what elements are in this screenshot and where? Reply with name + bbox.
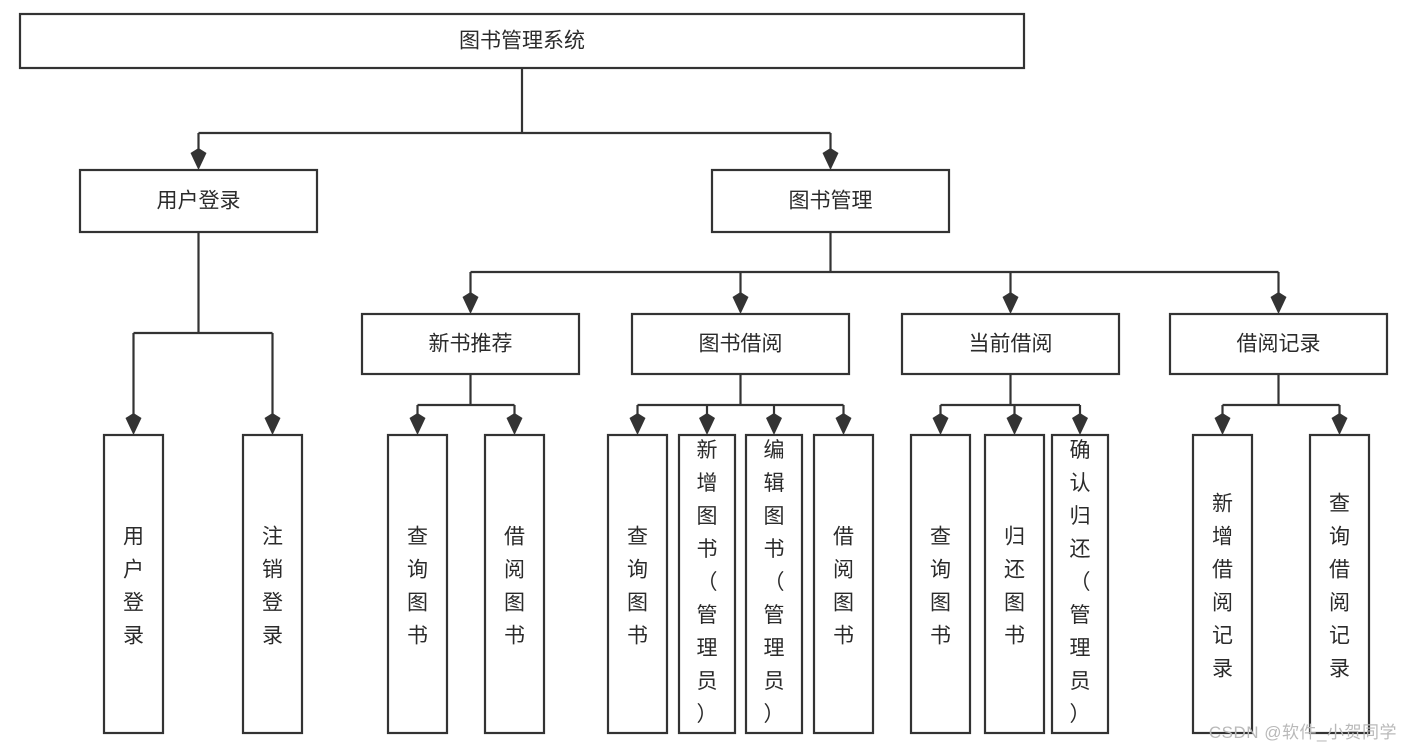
node-box-book-borrow[interactable] <box>630 312 851 376</box>
node-box-leaf-query-book-cur[interactable] <box>909 433 972 735</box>
node-label-book-borrow: 图书借阅 <box>699 333 783 356</box>
node-leaf-borrow-book-rec[interactable]: 借阅图书 <box>483 433 546 735</box>
node-leaf-user-login[interactable]: 用户登录 <box>102 433 165 735</box>
edge-book-borrow-to-leaf-borrow-book-arrowhead <box>835 413 852 435</box>
node-box-leaf-logout[interactable] <box>241 433 304 735</box>
edge-root-to-user-login-arrowhead <box>190 148 207 170</box>
node-label-leaf-confirm-return-admin: 确认归还（管理员） <box>1070 439 1091 726</box>
edge-book-borrow-to-leaf-add-book-admin-arrowhead <box>699 413 715 435</box>
edge-book-borrow-to-leaf-query-book-borrow-arrowhead <box>629 413 646 435</box>
connector-edges <box>125 68 1348 435</box>
node-box-book-manage[interactable] <box>710 168 951 234</box>
node-leaf-confirm-return-admin[interactable]: 确认归还（管理员） <box>1050 433 1110 735</box>
node-box-leaf-add-borrow-record[interactable] <box>1191 433 1254 735</box>
node-label-root: 图书管理系统 <box>459 30 585 53</box>
csdn-watermark: CSDN @软件_小贺同学 <box>1208 723 1397 742</box>
node-label-leaf-edit-book-admin: 编辑图书（管理员） <box>764 439 785 726</box>
node-leaf-add-book-admin[interactable]: 新增图书（管理员） <box>677 433 737 735</box>
node-label-leaf-query-book-cur: 查询图书 <box>930 526 951 648</box>
node-leaf-add-borrow-record[interactable]: 新增借阅记录 <box>1191 433 1254 735</box>
node-label-book-manage: 图书管理 <box>789 190 873 213</box>
node-label-leaf-logout: 注销登录 <box>262 526 283 648</box>
node-box-leaf-query-book-rec[interactable] <box>386 433 449 735</box>
node-label-borrow-record: 借阅记录 <box>1237 333 1321 356</box>
edge-book-borrow-to-leaf-edit-book-admin-arrowhead <box>766 413 782 435</box>
edge-new-book-rec-to-leaf-query-book-rec-arrowhead <box>409 413 426 435</box>
edge-borrow-record-to-leaf-query-borrow-record-arrowhead <box>1331 413 1348 435</box>
node-book-manage[interactable]: 图书管理 <box>710 168 951 234</box>
node-new-book-rec[interactable]: 新书推荐 <box>360 312 581 376</box>
edge-userlogin-to-leaf-user-login-arrowhead <box>125 413 142 435</box>
node-box-leaf-edit-book-admin[interactable] <box>744 433 804 735</box>
node-user-login[interactable]: 用户登录 <box>78 168 319 234</box>
node-box-leaf-borrow-book-rec[interactable] <box>483 433 546 735</box>
node-label-leaf-return-book: 归还图书 <box>1004 526 1025 648</box>
node-box-new-book-rec[interactable] <box>360 312 581 376</box>
edge-current-borrow-to-leaf-return-book-arrowhead <box>1006 413 1023 435</box>
node-box-borrow-record[interactable] <box>1168 312 1389 376</box>
node-current-borrow[interactable]: 当前借阅 <box>900 312 1121 376</box>
node-box-root[interactable] <box>18 12 1026 70</box>
edge-root-to-book-manage-arrowhead <box>822 148 839 170</box>
node-label-leaf-query-borrow-record: 查询借阅记录 <box>1329 493 1350 681</box>
node-label-current-borrow: 当前借阅 <box>969 333 1053 356</box>
node-label-leaf-add-book-admin: 新增图书（管理员） <box>697 439 718 726</box>
node-box-leaf-query-book-borrow[interactable] <box>606 433 669 735</box>
edge-bookmanage-to-current-borrow-arrowhead <box>1002 292 1019 314</box>
node-box-leaf-confirm-return-admin[interactable] <box>1050 433 1110 735</box>
edge-bookmanage-to-book-borrow-arrowhead <box>732 292 749 314</box>
node-label-leaf-borrow-book: 借阅图书 <box>833 526 854 648</box>
edge-bookmanage-to-new-book-rec-arrowhead <box>462 292 479 314</box>
node-label-leaf-query-book-rec: 查询图书 <box>407 526 428 648</box>
node-box-leaf-borrow-book[interactable] <box>812 433 875 735</box>
node-box-leaf-query-borrow-record[interactable] <box>1308 433 1371 735</box>
node-label-user-login: 用户登录 <box>157 190 241 213</box>
node-leaf-query-book-cur[interactable]: 查询图书 <box>909 433 972 735</box>
node-leaf-logout[interactable]: 注销登录 <box>241 433 304 735</box>
edge-borrow-record-to-leaf-add-borrow-record-arrowhead <box>1214 413 1231 435</box>
node-leaf-edit-book-admin[interactable]: 编辑图书（管理员） <box>744 433 804 735</box>
node-leaf-borrow-book[interactable]: 借阅图书 <box>812 433 875 735</box>
node-box-user-login[interactable] <box>78 168 319 234</box>
node-root[interactable]: 图书管理系统 <box>18 12 1026 70</box>
node-borrow-record[interactable]: 借阅记录 <box>1168 312 1389 376</box>
node-label-leaf-user-login: 用户登录 <box>123 526 144 648</box>
node-label-leaf-add-borrow-record: 新增借阅记录 <box>1212 493 1233 681</box>
node-label-new-book-rec: 新书推荐 <box>429 333 513 356</box>
node-leaf-query-book-borrow[interactable]: 查询图书 <box>606 433 669 735</box>
edge-current-borrow-to-leaf-confirm-return-admin-arrowhead <box>1072 413 1088 435</box>
node-leaf-query-borrow-record[interactable]: 查询借阅记录 <box>1308 433 1371 735</box>
node-box-leaf-return-book[interactable] <box>983 433 1046 735</box>
node-boxes: 图书管理系统用户登录图书管理新书推荐图书借阅当前借阅借阅记录用户登录注销登录查询… <box>18 12 1389 735</box>
node-book-borrow[interactable]: 图书借阅 <box>630 312 851 376</box>
edge-userlogin-to-leaf-logout-arrowhead <box>264 413 281 435</box>
node-box-leaf-add-book-admin[interactable] <box>677 433 737 735</box>
node-box-leaf-user-login[interactable] <box>102 433 165 735</box>
edge-new-book-rec-to-leaf-borrow-book-rec-arrowhead <box>506 413 523 435</box>
node-leaf-query-book-rec[interactable]: 查询图书 <box>386 433 449 735</box>
node-label-leaf-query-book-borrow: 查询图书 <box>627 526 648 648</box>
edge-current-borrow-to-leaf-query-book-cur-arrowhead <box>932 413 949 435</box>
node-leaf-return-book[interactable]: 归还图书 <box>983 433 1046 735</box>
node-label-leaf-borrow-book-rec: 借阅图书 <box>504 526 525 648</box>
edge-bookmanage-to-borrow-record-arrowhead <box>1270 292 1287 314</box>
node-box-current-borrow[interactable] <box>900 312 1121 376</box>
